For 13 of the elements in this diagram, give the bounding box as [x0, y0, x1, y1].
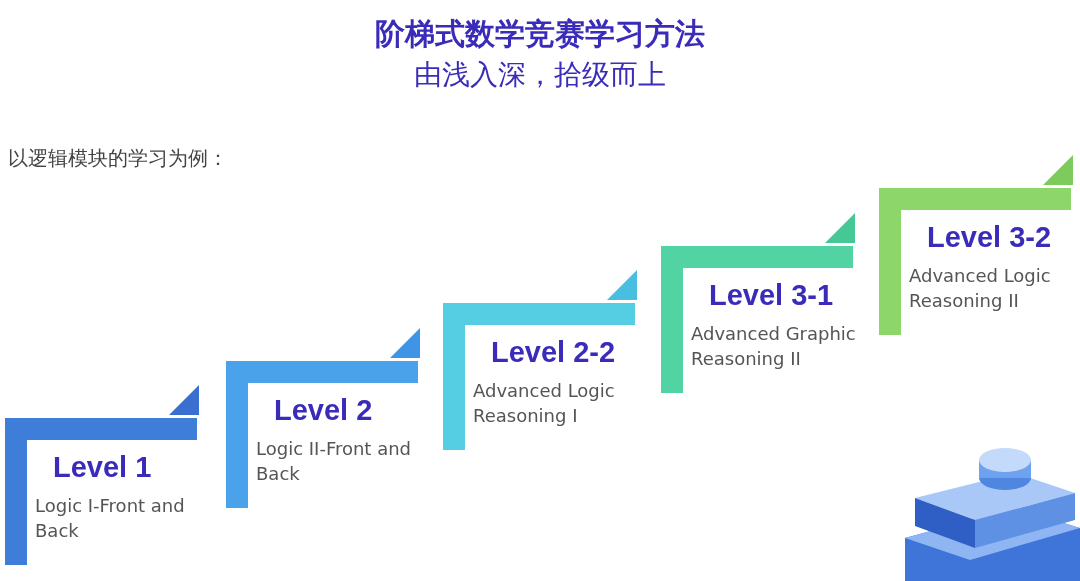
note-text: 以逻辑模块的学习为例：	[8, 145, 228, 172]
level-description: Advanced Logic Reasoning II	[909, 264, 1052, 313]
level-description: Logic II-Front and Back	[256, 437, 412, 486]
level-heading: Level 3-1	[709, 279, 834, 312]
level-heading: Level 1	[53, 451, 152, 484]
level-description: Advanced Logic Reasoning I	[473, 379, 616, 428]
level-description: Advanced Graphic Reasoning II	[691, 322, 856, 371]
level-heading: Level 2	[274, 394, 373, 427]
level-heading: Level 3-2	[927, 221, 1052, 254]
subtitle: 由浅入深，拾级而上	[413, 57, 667, 93]
level-heading: Level 2-2	[491, 336, 616, 369]
level-description: Logic I-Front and Back	[35, 494, 186, 543]
title: 阶梯式数学竞赛学习方法	[374, 15, 706, 53]
